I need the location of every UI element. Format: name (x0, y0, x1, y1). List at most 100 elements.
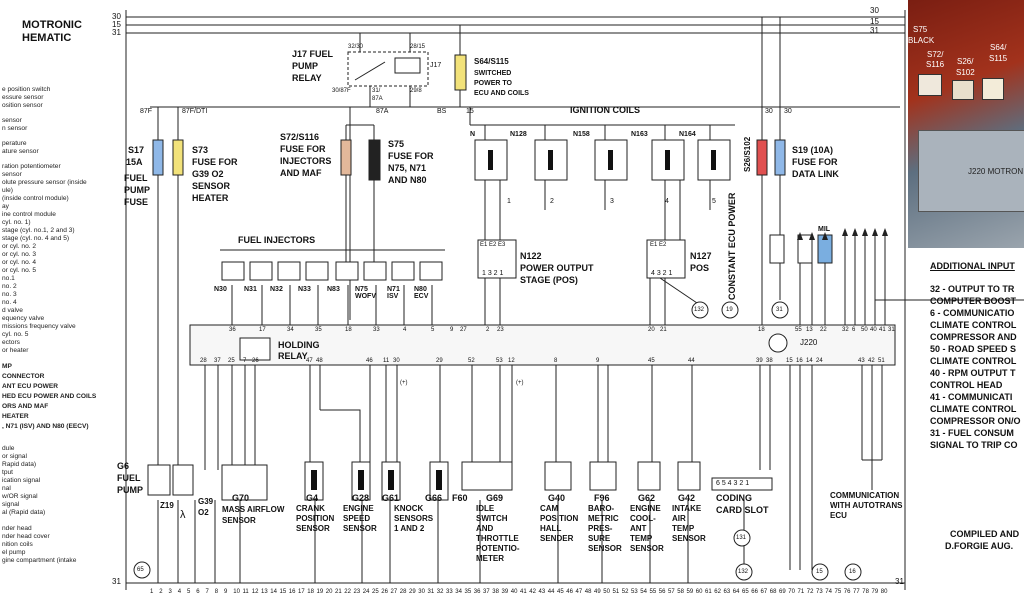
bottom-pin-number: 7 (205, 589, 209, 595)
additional-line: 41 - COMMUNICATI (930, 392, 1013, 402)
additional-line: 50 - ROAD SPEED S (930, 344, 1017, 354)
fuse-s72-label: INJECTORS (280, 156, 332, 166)
coding-card-pins: 6 5 4 3 2 1 (716, 480, 750, 487)
ecu-pin: 35 (315, 327, 322, 333)
ecu-pin: 44 (688, 358, 695, 364)
bottom-pin-number: 57 (668, 589, 675, 595)
ecu-pin: 32 (842, 327, 849, 333)
bottom-pin-number: 40 (510, 589, 518, 595)
legend-item: or cyl. no. 2 (2, 243, 37, 250)
bottom-pin-number: 52 (621, 589, 629, 595)
bottom-pin-number: 8 (214, 589, 219, 595)
rail-31-label-right: 31 (870, 26, 879, 35)
bottom-pin-number: 29 (409, 589, 416, 595)
bottom-pin-number: 77 (853, 589, 860, 595)
legend-item: ORS AND MAF (2, 403, 49, 410)
n127-label: POS (690, 263, 710, 273)
ecu-pin: 33 (373, 327, 380, 333)
fuse-s19-label: DATA LINK (792, 169, 839, 179)
g42-label: AIR (672, 514, 686, 523)
fuse-s73-label: HEATER (192, 193, 229, 203)
ecu-pin: 52 (468, 358, 475, 364)
relay-pin: 32/30 (348, 44, 364, 50)
bottom-pin-number: 79 (871, 589, 879, 595)
g28-label: ENGINE (343, 504, 374, 513)
bottom-pin-number: 60 (695, 589, 703, 595)
bottom-pin-number: 69 (779, 589, 786, 595)
bottom-pin-number: 78 (862, 589, 869, 595)
bottom-pin-number: 72 (806, 589, 814, 595)
injector-label: N32 (270, 286, 283, 293)
ecu-pin: 21 (660, 327, 667, 333)
legend-item: ration potentiometer (2, 163, 61, 170)
ecu-pin: 22 (820, 327, 827, 333)
n127-label: N127 (690, 251, 712, 261)
circle-ref: 15 (816, 569, 823, 575)
photo-label-module: J220 MOTRON (968, 167, 1024, 176)
ecu-pin: 15 (786, 358, 793, 364)
ecu-pin: 37 (214, 358, 221, 364)
ecu-pin: 28 (200, 358, 207, 364)
coil-label: N (470, 131, 476, 138)
legend-item: HEATER (2, 413, 29, 420)
legend-item: osition sensor (2, 102, 43, 109)
ecu-pin: 5 (431, 327, 435, 333)
bottom-pin-number: 58 (677, 589, 684, 595)
ecu-pin: 13 (806, 327, 813, 333)
g70-label: MASS AIRFLOW (222, 505, 285, 514)
ecu-pin: 42 (868, 358, 875, 364)
ecu-pin: 46 (366, 358, 373, 364)
ecu-pin: 18 (345, 327, 352, 333)
circle-ref: 16 (849, 569, 856, 575)
bottom-pin-number: 62 (714, 589, 721, 595)
bottom-pin-number: 32 (436, 589, 444, 595)
ecu-pin: 4 (403, 327, 407, 333)
bottom-pin-number: 48 (584, 589, 592, 595)
g40-label: SENDER (540, 534, 574, 543)
legend-item: ule) (2, 187, 13, 194)
bus-label: 30 (784, 108, 792, 115)
g61-label: KNOCK (394, 504, 424, 513)
g61-label: G61 (382, 493, 400, 503)
rail-31-bottom-right: 31 (895, 577, 904, 586)
photo-ecu-module (918, 130, 1024, 212)
fuse-s17-label: FUEL (124, 173, 148, 183)
n122-label: N122 (520, 251, 542, 261)
bottom-pin-number: 34 (455, 589, 462, 595)
g69-label: G69 (486, 493, 504, 503)
fuse-s73-label: SENSOR (192, 181, 231, 191)
g69-label: POTENTIO- (476, 544, 520, 553)
bottom-pin-number: 36 (473, 589, 481, 595)
additional-line: COMPUTER BOOST (930, 296, 1017, 306)
ecu-pin: 41 (879, 327, 886, 333)
circle-ref: 31 (776, 307, 783, 313)
circle-ref: 131 (736, 535, 747, 541)
legend-item: stage (cyl. no. 4 and 5) (2, 235, 70, 242)
g61-label: SENSORS (394, 514, 434, 523)
legend-item: or cyl. no. 5 (2, 267, 37, 274)
legend-item: (inside control module) (2, 195, 69, 202)
bus-label: BS (437, 108, 447, 115)
bottom-pin-number: 23 (353, 589, 361, 595)
s26-label: S26/S102 (743, 136, 752, 172)
bottom-pin-number: 39 (501, 589, 509, 595)
fuse-s64-label: S64/S115 (474, 57, 509, 66)
fuse-s26 (756, 139, 768, 176)
legend-item: no.1 (2, 275, 15, 282)
ecu-pin: 39 (756, 358, 763, 364)
bottom-pin-number: 73 (816, 589, 823, 595)
rail-15-label: 15 (112, 20, 121, 29)
bottom-pin-number: 37 (483, 589, 490, 595)
injector-label: N71 ISV (387, 286, 400, 300)
mil-label: MIL (818, 226, 831, 233)
f96-label: SURE (588, 534, 611, 543)
photo-label-s115: S115 (989, 54, 1008, 63)
bottom-pin-number: 6 (196, 589, 200, 595)
photo-label-s72: S72/ (927, 50, 944, 59)
photo-relay-2 (952, 80, 974, 100)
fuse-s75-label: N75, N71 (388, 163, 427, 173)
bottom-pin-number: 12 (251, 589, 259, 595)
ecu-pin: 34 (287, 327, 294, 333)
